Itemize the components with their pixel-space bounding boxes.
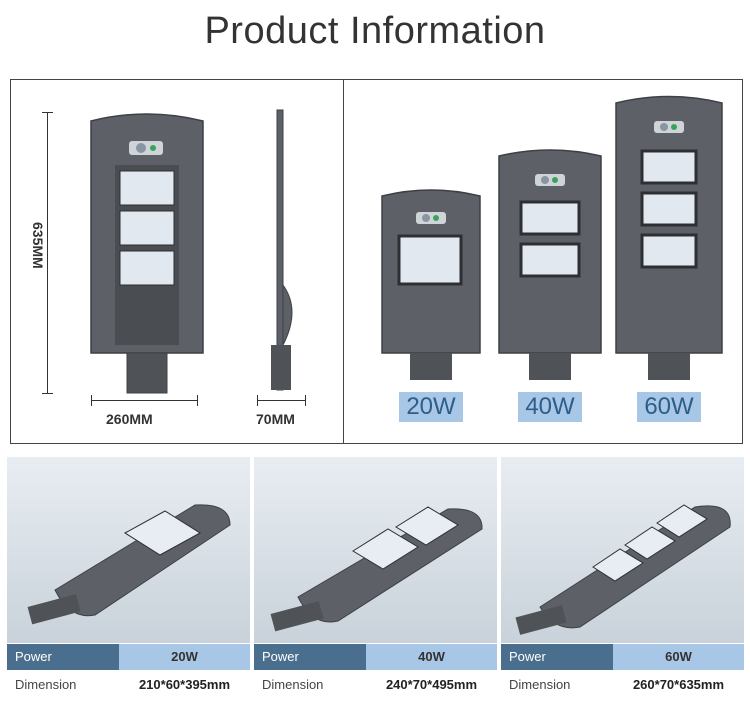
product-card-40w: Power 40W Dimension 240*70*495mm <box>254 457 497 710</box>
watt-label-40w: 40W <box>518 392 582 422</box>
power-value: 60W <box>613 644 744 670</box>
model-lineup-panel: 20W 40W 60W <box>343 79 743 444</box>
dimension-panel: 635MM 260MM 70MM <box>10 79 344 444</box>
lamp-60w-image <box>615 95 723 380</box>
power-value: 20W <box>119 644 250 670</box>
depth-dimension-tick-left <box>257 395 258 406</box>
dimension-label: Dimension <box>262 677 324 692</box>
power-label: Power <box>501 644 613 670</box>
dimension-value: 210*60*395mm <box>138 677 231 692</box>
lamp-front-view <box>90 113 204 394</box>
product-card-20w: Power 20W Dimension 210*60*395mm <box>7 457 250 710</box>
depth-label: 70MM <box>256 411 295 427</box>
depth-dimension-line <box>257 400 306 401</box>
lamp-20w-image <box>381 189 481 380</box>
dimension-value: 260*70*635mm <box>632 677 725 692</box>
width-label: 260MM <box>106 411 153 427</box>
product-photo-60w <box>501 457 744 643</box>
width-dimension-tick-right <box>197 395 198 406</box>
dimension-label: Dimension <box>15 677 77 692</box>
power-value: 40W <box>366 644 497 670</box>
depth-dimension-tick-right <box>305 395 306 406</box>
height-dimension-line <box>47 112 48 394</box>
watt-label-60w: 60W <box>637 392 701 422</box>
power-label: Power <box>254 644 366 670</box>
lamp-side-view <box>271 109 293 391</box>
width-dimension-tick-left <box>91 395 92 406</box>
lamp-40w-image <box>498 149 602 380</box>
product-photo-40w <box>254 457 497 643</box>
product-card-60w: Power 60W Dimension 260*70*635mm <box>501 457 744 710</box>
width-dimension-line <box>91 400 198 401</box>
height-dimension-tick-bottom <box>42 393 53 394</box>
product-photo-20w <box>7 457 250 643</box>
power-label: Power <box>7 644 119 670</box>
height-label: 635MM <box>30 222 46 269</box>
dimension-value: 240*70*495mm <box>385 677 478 692</box>
page-title: Product Information <box>204 10 546 52</box>
watt-label-20w: 20W <box>399 392 463 422</box>
dimension-label: Dimension <box>509 677 571 692</box>
height-dimension-tick-top <box>42 112 53 113</box>
